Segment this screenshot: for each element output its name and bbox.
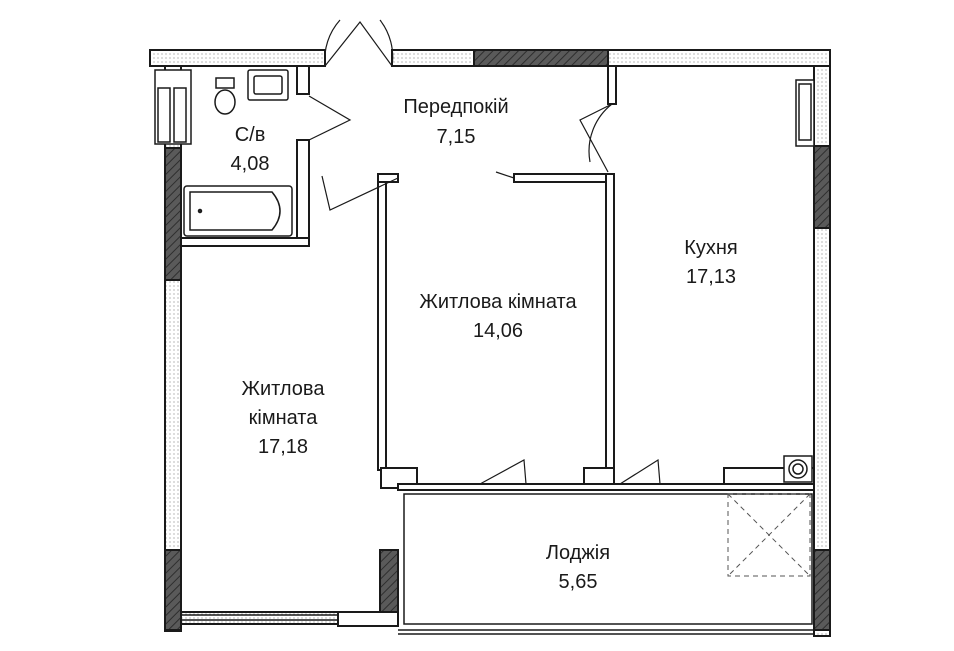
living-left-area: 17,18 (258, 436, 308, 458)
balcony-doors (479, 458, 661, 485)
bathroom-area: 4,08 (231, 153, 270, 175)
bathroom-fixtures (154, 69, 293, 237)
living-mid-area: 14,06 (473, 320, 523, 342)
load-bearing-walls (164, 49, 831, 631)
window-bottom-left (181, 614, 340, 621)
entrance-door (324, 19, 394, 67)
living-left-name-1: Житлова (242, 378, 326, 400)
kitchen-area: 17,13 (686, 266, 736, 288)
loggia-area: 5,65 (559, 571, 598, 593)
interior-walls (180, 65, 815, 627)
loggia-frame (398, 493, 814, 635)
living-left-name-2: кімната (249, 407, 319, 429)
boiler-icon (783, 455, 813, 483)
mid-room-door (321, 171, 515, 211)
hallway-area: 7,15 (437, 126, 476, 148)
kitchen-name: Кухня (684, 237, 738, 259)
kitchen-shaft (795, 79, 815, 147)
loggia-name: Лоджія (546, 542, 610, 564)
loggia-vent (727, 493, 811, 577)
hallway-name: Передпокій (403, 96, 508, 118)
bathroom-door (308, 95, 352, 141)
living-mid-name: Житлова кімната (419, 291, 577, 313)
bathroom-name: С/в (235, 124, 266, 146)
kitchen-door (579, 103, 613, 173)
